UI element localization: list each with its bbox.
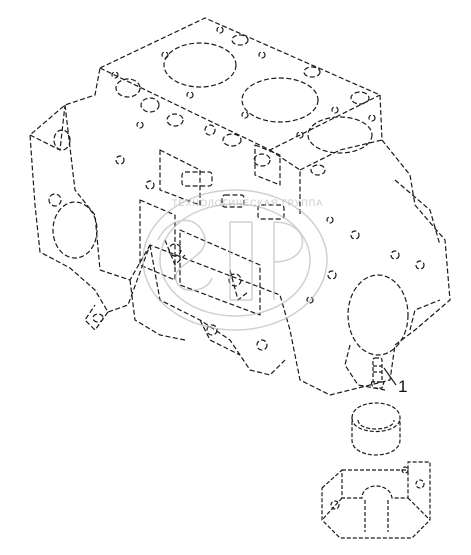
cylinder-bores (111, 26, 376, 176)
watermark-logo (142, 189, 328, 331)
block-side-features (115, 124, 285, 351)
callout-leader (383, 367, 397, 386)
main-bearing-cap (321, 461, 431, 539)
callout-label-1: 1 (398, 377, 408, 396)
bearing-shell (351, 402, 401, 456)
bearing-screw (370, 357, 385, 389)
watermark-text: ТЕХНОЛОГИЧЕСКАЯ ГРУППА (172, 198, 324, 208)
